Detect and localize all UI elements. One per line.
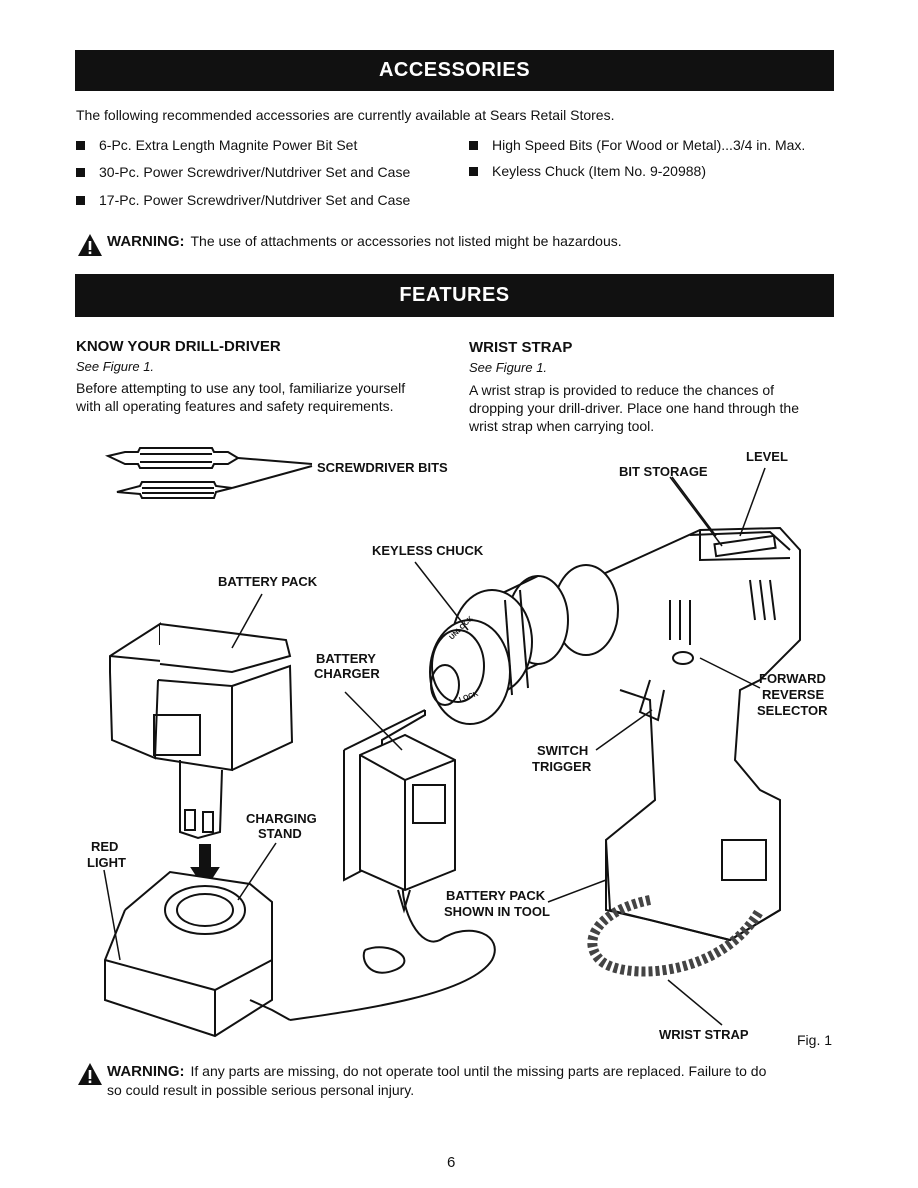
battery-pack-illustration bbox=[109, 622, 294, 840]
list-item: Keyless Chuck (Item No. 9-20988) bbox=[469, 163, 706, 179]
features-heading: FEATURES bbox=[75, 274, 834, 317]
bullet-icon bbox=[469, 141, 478, 150]
list-item: 6-Pc. Extra Length Magnite Power Bit Set bbox=[76, 137, 357, 153]
label-leaders bbox=[103, 467, 766, 1026]
label-red: RED bbox=[91, 839, 118, 854]
list-item: 30-Pc. Power Screwdriver/Nutdriver Set a… bbox=[76, 164, 410, 180]
charging-stand-illustration bbox=[104, 870, 291, 1038]
label-wrist-strap: WRIST STRAP bbox=[659, 1027, 749, 1042]
strap-paragraph: A wrist strap is provided to reduce the … bbox=[469, 382, 799, 434]
label-switch: SWITCH bbox=[537, 743, 588, 758]
label-screwdriver-bits: SCREWDRIVER BITS bbox=[317, 460, 448, 475]
know-title: KNOW YOUR DRILL-DRIVER bbox=[76, 338, 281, 355]
warning-icon bbox=[78, 234, 102, 256]
bullet-icon bbox=[76, 141, 85, 150]
label-level: LEVEL bbox=[746, 449, 788, 464]
warning-icon bbox=[78, 1063, 102, 1085]
label-forward: FORWARD bbox=[759, 671, 826, 686]
label-battery-pack-in-tool-2: SHOWN IN TOOL bbox=[444, 904, 550, 919]
list-item: 17-Pc. Power Screwdriver/Nutdriver Set a… bbox=[76, 192, 410, 208]
battery-charger-illustration bbox=[343, 709, 456, 914]
page-number: 6 bbox=[447, 1154, 456, 1171]
accessories-warning: WARNING:The use of attachments or access… bbox=[107, 233, 622, 250]
figure-caption: Fig. 1 bbox=[797, 1032, 832, 1048]
label-reverse: REVERSE bbox=[762, 687, 824, 702]
strap-title: WRIST STRAP bbox=[469, 339, 573, 356]
label-battery-pack: BATTERY PACK bbox=[218, 574, 318, 589]
label-stand: STAND bbox=[258, 826, 302, 841]
label-battery-charger-2: CHARGER bbox=[314, 666, 380, 681]
bottom-warning: WARNING:If any parts are missing, do not… bbox=[107, 1063, 767, 1098]
list-item: High Speed Bits (For Wood or Metal)...3/… bbox=[469, 137, 805, 153]
label-keyless-chuck: KEYLESS CHUCK bbox=[372, 543, 484, 558]
label-trigger: TRIGGER bbox=[532, 759, 592, 774]
label-battery-pack-in-tool-1: BATTERY PACK bbox=[446, 888, 546, 903]
label-charging: CHARGING bbox=[246, 811, 317, 826]
label-battery-charger-1: BATTERY bbox=[316, 651, 376, 666]
know-see-figure: See Figure 1. bbox=[76, 359, 155, 374]
strap-see-figure: See Figure 1. bbox=[469, 360, 548, 375]
label-light: LIGHT bbox=[87, 855, 126, 870]
know-paragraph: Before attempting to use any tool, famil… bbox=[76, 380, 406, 414]
drill-illustration bbox=[429, 526, 801, 942]
bullet-icon bbox=[76, 196, 85, 205]
label-selector: SELECTOR bbox=[757, 703, 828, 718]
drill-figure: SCREWDRIVER BITS LEVEL BIT STORAGE KEYLE… bbox=[87, 447, 832, 1048]
accessories-intro: The following recommended accessories ar… bbox=[76, 107, 615, 123]
bullet-icon bbox=[469, 167, 478, 176]
wrist-strap-illustration bbox=[587, 895, 765, 977]
label-bit-storage: BIT STORAGE bbox=[619, 464, 708, 479]
accessories-heading: ACCESSORIES bbox=[75, 50, 834, 91]
bullet-icon bbox=[76, 168, 85, 177]
screwdriver-bits-illustration bbox=[104, 447, 313, 499]
